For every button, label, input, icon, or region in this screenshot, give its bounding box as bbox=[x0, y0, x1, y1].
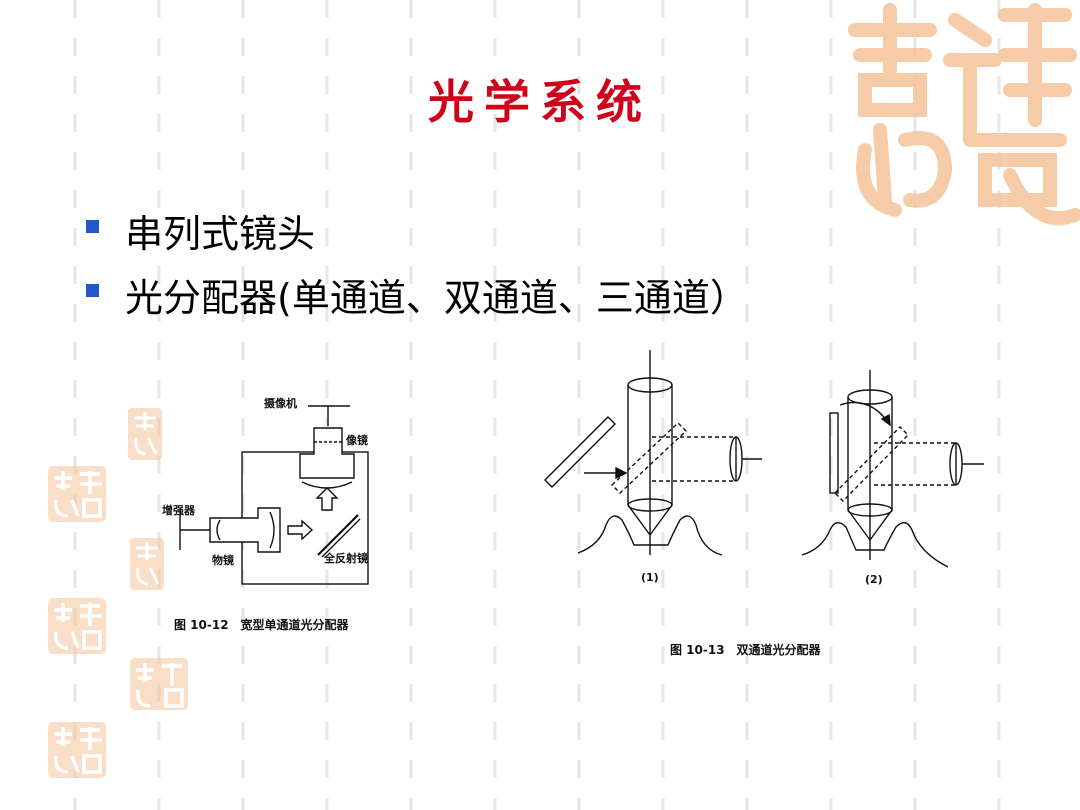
label-intensifier: 增强器 bbox=[162, 504, 195, 517]
figure-dual-channel: (1) (2) 图 10-13 双通道光分配器 bbox=[540, 345, 990, 660]
small-seal-3 bbox=[130, 538, 164, 590]
bullet-list: 串列式镜头 光分配器(单通道、双通道、三通道） bbox=[86, 198, 748, 326]
bullet-item: 光分配器(单通道、双通道、三通道） bbox=[86, 262, 748, 326]
small-seal-1 bbox=[128, 408, 162, 460]
label-mirror: 全反射镜 bbox=[324, 552, 368, 565]
sub-label-2: (2) bbox=[865, 573, 883, 586]
label-camera: 摄像机 bbox=[264, 397, 297, 410]
bullet-text: 串列式镜头 bbox=[125, 211, 316, 256]
square-bullet-icon bbox=[86, 219, 99, 233]
label-image-lens: 像镜 bbox=[346, 434, 368, 447]
figure-caption-left: 图 10-12 宽型单通道光分配器 bbox=[174, 618, 349, 632]
small-seal-2 bbox=[48, 466, 106, 522]
bullet-item: 串列式镜头 bbox=[86, 198, 748, 262]
bullet-text: 光分配器(单通道、双通道、三通道） bbox=[125, 275, 748, 320]
square-bullet-icon bbox=[86, 283, 99, 297]
dual-channel-diagram bbox=[544, 350, 984, 568]
small-seal-5 bbox=[130, 658, 188, 710]
small-seal-6 bbox=[48, 722, 106, 778]
figure-caption-right: 图 10-13 双通道光分配器 bbox=[670, 643, 821, 657]
label-objective: 物镜 bbox=[212, 554, 234, 567]
sub-label-1: (1) bbox=[641, 571, 659, 584]
small-seal-4 bbox=[48, 598, 106, 654]
slide-title: 光学系统 bbox=[428, 75, 652, 129]
large-seal-logo bbox=[848, 3, 1080, 226]
single-channel-diagram bbox=[179, 405, 369, 585]
figure-single-channel: 摄像机 像镜 增强器 物镜 全反射镜 图 10-12 宽型单通道光分配器 bbox=[150, 390, 380, 640]
